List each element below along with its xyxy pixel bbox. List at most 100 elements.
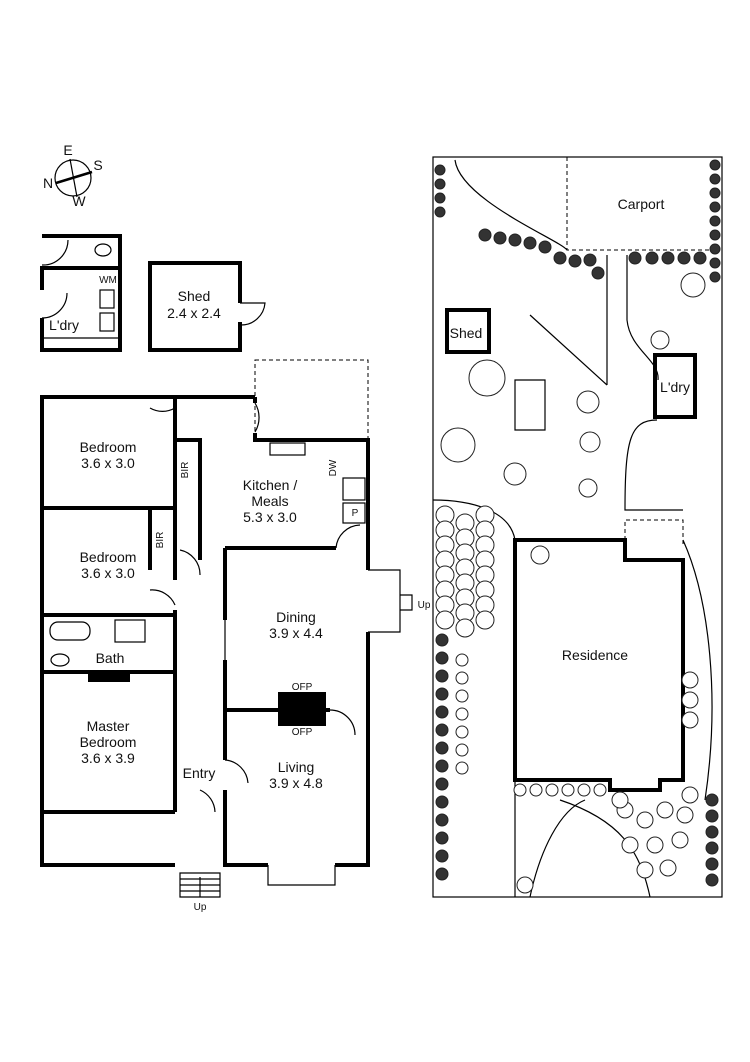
tree-icon: [591, 266, 605, 280]
tree-icon: [709, 187, 721, 199]
tree-icon: [434, 206, 446, 218]
house-floor-plan: BIR BIR DW P Bedroom 3.6 x 3.0 Bedroom 3…: [40, 359, 431, 913]
tree-icon: [538, 240, 552, 254]
dining-name: Dining: [276, 609, 316, 625]
tree-icon: [435, 849, 449, 863]
tree-icon: [709, 257, 721, 269]
site-plan: Carport Shed L'dry Residence: [432, 156, 723, 898]
tree-icon: [705, 841, 719, 855]
tree-icon: [455, 761, 469, 775]
tree-icon: [435, 610, 455, 630]
tree-icon: [677, 251, 691, 265]
tree-icon: [435, 669, 449, 683]
dining-size: 3.9 x 4.4: [269, 625, 323, 641]
tree-icon: [645, 251, 659, 265]
tree-icon: [709, 173, 721, 185]
tree-icon: [435, 831, 449, 845]
tree-icon: [435, 651, 449, 665]
up-label-side: Up: [418, 600, 431, 611]
tree-icon: [681, 671, 699, 689]
tree-icon: [435, 633, 449, 647]
tree-icon: [577, 783, 591, 797]
master-name1: Master: [87, 718, 130, 734]
fireplace: [278, 692, 326, 726]
tree-icon: [435, 813, 449, 827]
tree-icon: [568, 254, 582, 268]
bedroom1-size: 3.6 x 3.0: [81, 455, 135, 471]
master-name2: Bedroom: [80, 734, 137, 750]
site-shed: [445, 308, 491, 354]
tree-icon: [455, 618, 475, 638]
living-name: Living: [278, 759, 315, 775]
tree-icon: [516, 876, 534, 894]
tree-icon: [671, 831, 689, 849]
tree-icon: [493, 231, 507, 245]
tree-icon: [455, 671, 469, 685]
tree-icon: [508, 233, 522, 247]
tree-icon: [576, 390, 600, 414]
ofp-label-1: OFP: [292, 682, 313, 693]
bathtub-icon: [49, 621, 91, 641]
bath-label: Bath: [96, 650, 125, 666]
shed: Shed 2.4 x 2.4: [148, 261, 266, 352]
tree-icon: [705, 857, 719, 871]
tree-icon: [705, 793, 719, 807]
tree-icon: [503, 462, 527, 486]
compass-w: W: [72, 193, 86, 209]
tree-icon: [553, 251, 567, 265]
tree-icon: [435, 867, 449, 881]
tree-icon: [435, 705, 449, 719]
living-size: 3.9 x 4.8: [269, 775, 323, 791]
tree-icon: [478, 228, 492, 242]
tree-icon: [435, 687, 449, 701]
tree-icon: [676, 806, 694, 824]
entry-label: Entry: [183, 765, 216, 781]
tree-icon: [434, 164, 446, 176]
tree-icon: [681, 711, 699, 729]
tree-icon: [709, 243, 721, 255]
tree-icon: [646, 836, 664, 854]
tree-icon: [561, 783, 575, 797]
wm-label: WM: [99, 275, 117, 286]
kitchen-name2: Meals: [251, 493, 288, 509]
laundry-label: L'dry: [49, 317, 79, 333]
tree-icon: [681, 691, 699, 709]
up-label-front: Up: [194, 902, 207, 913]
master-size: 3.6 x 3.9: [81, 750, 135, 766]
tree-icon: [593, 783, 607, 797]
residence-outline: [513, 538, 685, 792]
tree-icon: [705, 809, 719, 823]
tree-icon: [475, 610, 495, 630]
tree-icon: [440, 427, 476, 463]
laundry-outbuilding: WM L'dry: [40, 234, 122, 352]
tree-icon: [455, 653, 469, 667]
tree-icon: [709, 159, 721, 171]
pergola: [254, 359, 369, 441]
tree-icon: [455, 707, 469, 721]
tree-icon: [579, 431, 601, 453]
compass-e: E: [63, 142, 72, 158]
site-shed-label: Shed: [450, 325, 483, 341]
tree-icon: [530, 545, 550, 565]
tree-icon: [455, 725, 469, 739]
tree-icon: [435, 777, 449, 791]
tree-icon: [681, 786, 699, 804]
tree-icon: [693, 251, 707, 265]
tree-icon: [578, 478, 598, 498]
tree-icon: [621, 836, 639, 854]
tree-icon: [434, 178, 446, 190]
tree-icon: [709, 229, 721, 241]
tree-icon: [636, 811, 654, 829]
tree-icon: [468, 359, 506, 397]
toilet-icon: [94, 243, 112, 257]
tree-icon: [709, 271, 721, 283]
carport-label: Carport: [618, 196, 665, 212]
tree-icon: [455, 743, 469, 757]
tree-icon: [705, 825, 719, 839]
tree-icon: [583, 253, 597, 267]
trees: [434, 159, 721, 894]
compass-icon: E S N W: [43, 142, 103, 209]
bedroom2-size: 3.6 x 3.0: [81, 565, 135, 581]
tree-icon: [661, 251, 675, 265]
